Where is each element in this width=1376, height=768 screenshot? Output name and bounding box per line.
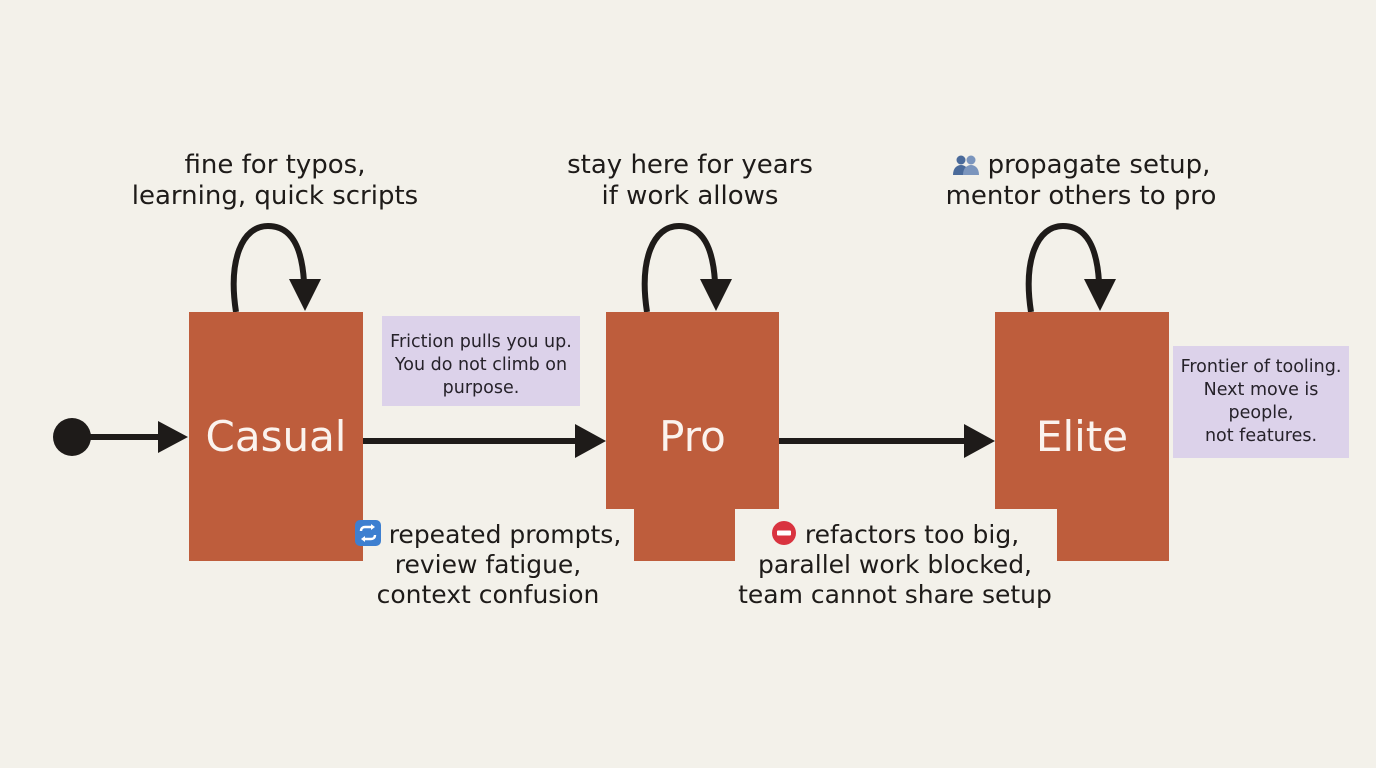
self-loop-arrow-elite [1025, 222, 1116, 313]
note-line: Frontier of tooling. [1180, 357, 1342, 377]
transition-label-line: repeated prompts, [338, 520, 638, 550]
loop-label-line: fine for typos, [184, 150, 366, 180]
loop-label-elite: propagate setup, mentor others to pro [931, 150, 1231, 212]
loop-label-line: propagate setup, [931, 150, 1231, 181]
loop-label-line: stay here for years [567, 150, 813, 180]
state-box-elite-tab [1057, 505, 1169, 561]
loop-label-line: if work allows [601, 181, 779, 211]
people-icon [952, 154, 980, 176]
note-line: Friction pulls you up. [390, 332, 572, 352]
state-box-pro-top [606, 312, 779, 509]
state-box-elite-top [995, 312, 1169, 509]
repeat-icon [354, 520, 381, 546]
transition-arrow-pro-elite [779, 424, 995, 458]
transition-label-pro-elite: refactors too big, parallel work blocked… [735, 520, 1055, 610]
state-label-pro: Pro [659, 412, 726, 461]
transition-arrow-casual-pro [363, 424, 606, 458]
initial-state-dot [53, 418, 91, 456]
loop-label-casual: fine for typos, learning, quick scripts [125, 150, 425, 212]
loop-label-line: learning, quick scripts [131, 181, 419, 211]
loop-label-pro: stay here for years if work allows [540, 150, 840, 212]
note-line: Next move is [1203, 380, 1319, 400]
note-line: You do not climb on [394, 355, 568, 375]
entry-arrow [90, 421, 188, 453]
note-line: people, [1228, 403, 1294, 423]
no-entry-icon [771, 520, 797, 546]
self-loop-arrow-casual [230, 222, 321, 313]
transition-label-text: refactors too big, [804, 520, 1020, 549]
loop-label-text: propagate setup, [987, 150, 1211, 180]
note-line: purpose. [442, 378, 520, 398]
loop-label-line: mentor others to pro [945, 181, 1217, 211]
transition-label-casual-pro: repeated prompts, review fatigue, contex… [338, 520, 638, 610]
note-friction: Friction pulls you up. You do not climb … [382, 316, 580, 406]
transition-label-line: refactors too big, [735, 520, 1055, 550]
state-box-pro-tab [634, 505, 735, 561]
note-frontier: Frontier of tooling. Next move is people… [1173, 346, 1349, 458]
self-loop-arrow-pro [641, 222, 732, 313]
note-line: not features. [1204, 426, 1318, 446]
transition-label-line: context confusion [376, 580, 600, 609]
transition-label-line: parallel work blocked, [757, 550, 1033, 579]
state-label-casual: Casual [205, 412, 347, 461]
transition-label-line: team cannot share setup [738, 580, 1052, 609]
state-label-elite: Elite [1035, 412, 1129, 461]
state-box-casual [189, 312, 363, 561]
transition-label-line: review fatigue, [394, 550, 582, 579]
transition-label-text: repeated prompts, [388, 520, 622, 549]
